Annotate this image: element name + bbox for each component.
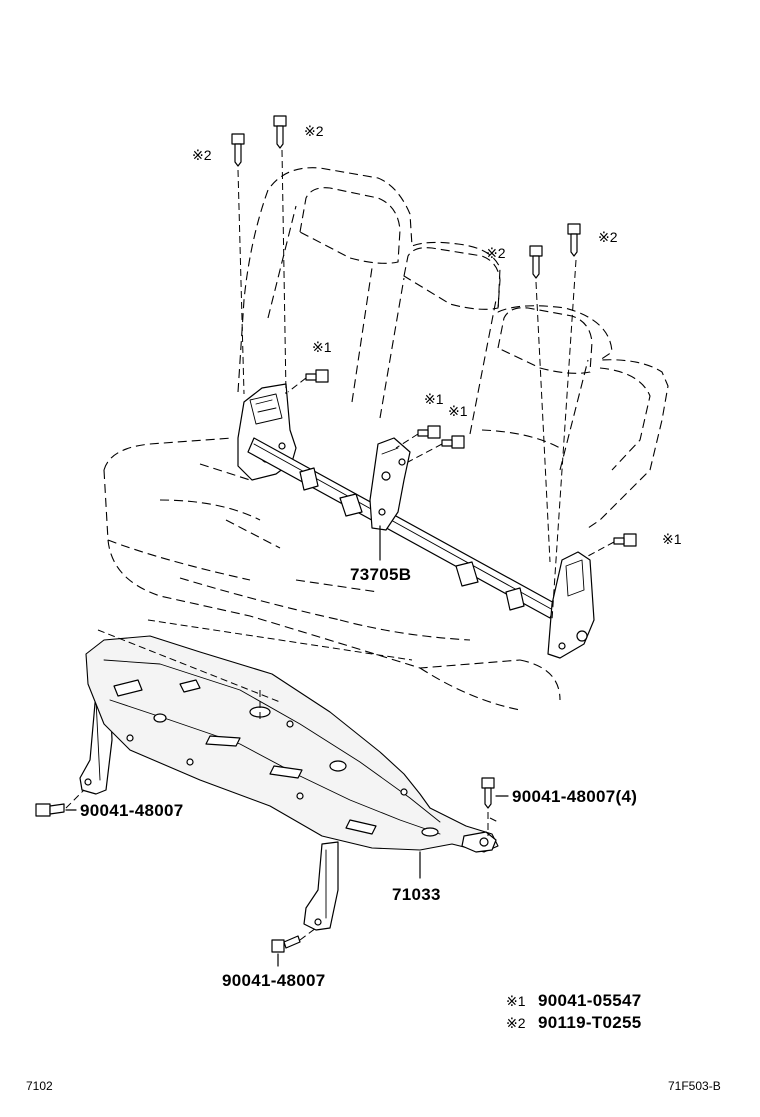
bolt-icon-mark1-center-b — [441, 435, 465, 449]
bolt-icon-top-center — [273, 115, 287, 149]
label-bolt-frame-right: 90041-48007(4) — [512, 787, 637, 806]
mark2-top-right-a: ※2 — [486, 245, 506, 261]
bolt-icon-top-right-b — [567, 223, 581, 257]
mark1-right: ※1 — [662, 531, 682, 547]
mark2-top-left: ※2 — [192, 147, 212, 163]
bolt-icon-mark1-center-a — [417, 425, 441, 439]
mark1-center-a: ※1 — [424, 391, 444, 407]
legend-mark-2: ※2 — [506, 1015, 526, 1031]
label-bolt-frame-left: 90041-48007 — [80, 801, 184, 820]
mark2-top-center: ※2 — [304, 123, 324, 139]
label-71033: 71033 — [392, 885, 441, 904]
seat-back-outline — [237, 167, 669, 531]
bolt-icon-top-left — [231, 133, 245, 167]
bolt-icon-frame-bottom — [271, 935, 301, 953]
legend: ※1 90041-05547 ※2 90119-T0255 — [506, 991, 642, 1032]
footer-left-code: 7102 — [26, 1079, 53, 1093]
mark-labels: ※2 ※2 ※2 ※2 ※1 ※1 ※1 ※1 — [192, 123, 682, 547]
part-labels: 73705B 71033 90041-48007 90041-48007(4) … — [65, 525, 637, 990]
mark1-center-b: ※1 — [448, 403, 468, 419]
bolt-icon-frame-right — [481, 777, 495, 809]
bolt-icon-mark1-left — [305, 369, 329, 383]
label-bolt-frame-bottom: 90041-48007 — [222, 971, 326, 990]
mark1-left: ※1 — [312, 339, 332, 355]
footer-right-code: 71F503-B — [668, 1079, 721, 1093]
footer: 7102 71F503-B — [26, 1079, 721, 1093]
legend-mark-1: ※1 — [506, 993, 526, 1009]
bolts — [35, 115, 637, 953]
seat-frame-assembly — [79, 619, 499, 931]
mark2-top-right-b: ※2 — [598, 229, 618, 245]
bolt-icon-frame-left — [35, 803, 65, 817]
bolt-icon-mark1-right — [613, 533, 637, 547]
legend-part-1: 90041-05547 — [538, 991, 642, 1010]
label-73705B: 73705B — [350, 565, 411, 584]
legend-part-2: 90119-T0255 — [538, 1013, 642, 1032]
bolt-icon-top-right-a — [529, 245, 543, 279]
hinge-bracket-assembly — [237, 383, 595, 659]
